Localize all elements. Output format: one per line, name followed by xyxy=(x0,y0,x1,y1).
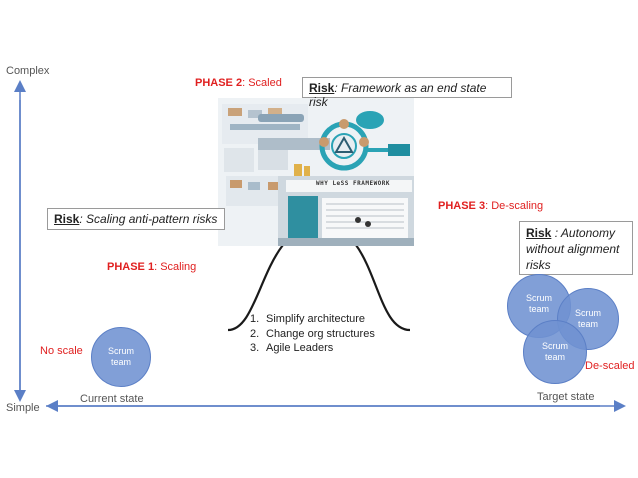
step-item: 1. Simplify architecture xyxy=(250,312,375,327)
scrum-team-current-label: Scrum team xyxy=(107,346,134,367)
scrum-team-target-right-label: Scrum team xyxy=(574,308,601,329)
phase-2-label: PHASE 2: Scaled xyxy=(195,77,282,89)
risk-autonomy-word: Risk xyxy=(526,226,552,240)
scrum-team-target-top-label: Scrum team xyxy=(525,293,552,314)
phase-3-rest: : De-scaling xyxy=(485,200,544,212)
phase-2-bold: PHASE 2 xyxy=(195,77,243,89)
step-number: 3. xyxy=(250,342,260,354)
risk-framework-word: Risk xyxy=(309,81,335,95)
no-scale-label: No scale xyxy=(40,345,83,357)
risk-scaling-word: Risk xyxy=(54,212,80,226)
phase-2-rest: : Scaled xyxy=(242,77,282,89)
step-number: 2. xyxy=(250,327,260,340)
y-axis-top-label: Complex xyxy=(6,65,50,77)
phase-1-rest: : Scaling xyxy=(154,261,197,273)
step-text: Simplify architecture xyxy=(266,313,366,325)
phase-1-bold: PHASE 1 xyxy=(107,261,155,273)
framework-collage-image: WHY LeSS FRAMEWORK xyxy=(218,98,414,246)
phase-1-label: PHASE 1: Scaling xyxy=(107,261,196,273)
risk-scaling-box: Risk: Scaling anti-pattern risks xyxy=(47,208,225,230)
risk-framework-text: : Framework as an end state risk xyxy=(309,81,487,109)
scrum-team-current-circle: Scrum team xyxy=(91,327,151,387)
x-axis-right-label: Target state xyxy=(537,391,595,403)
risk-autonomy-text: : Autonomy without alignment risks xyxy=(526,226,620,272)
risk-scaling-text: : Scaling anti-pattern risks xyxy=(79,212,218,226)
y-axis-bottom-label: Simple xyxy=(6,402,40,414)
phase-3-bold: PHASE 3 xyxy=(438,200,486,212)
de-scaled-label: De-scaled xyxy=(585,360,635,372)
risk-framework-box: Risk: Framework as an end state risk xyxy=(302,77,512,109)
steps-list: 1. Simplify architecture 2. Change org str… xyxy=(250,312,375,356)
scrum-team-target-bottom-label: Scrum team xyxy=(541,341,568,362)
step-item: 3. Agile Leaders xyxy=(250,341,375,356)
scrum-team-target-bottom-circle: Scrum team xyxy=(523,320,587,384)
phase-3-label: PHASE 3: De-scaling xyxy=(438,200,543,212)
step-item: 2. Change org structures xyxy=(250,327,375,342)
step-text: Agile Leaders xyxy=(266,342,334,354)
x-axis-left-label: Current state xyxy=(80,393,144,405)
risk-autonomy-box: Risk : Autonomy without alignment risks xyxy=(519,221,633,275)
step-number: 1. xyxy=(250,313,260,325)
collage-caption: WHY LeSS FRAMEWORK xyxy=(316,180,391,187)
step-text: Change org structures xyxy=(266,327,375,340)
